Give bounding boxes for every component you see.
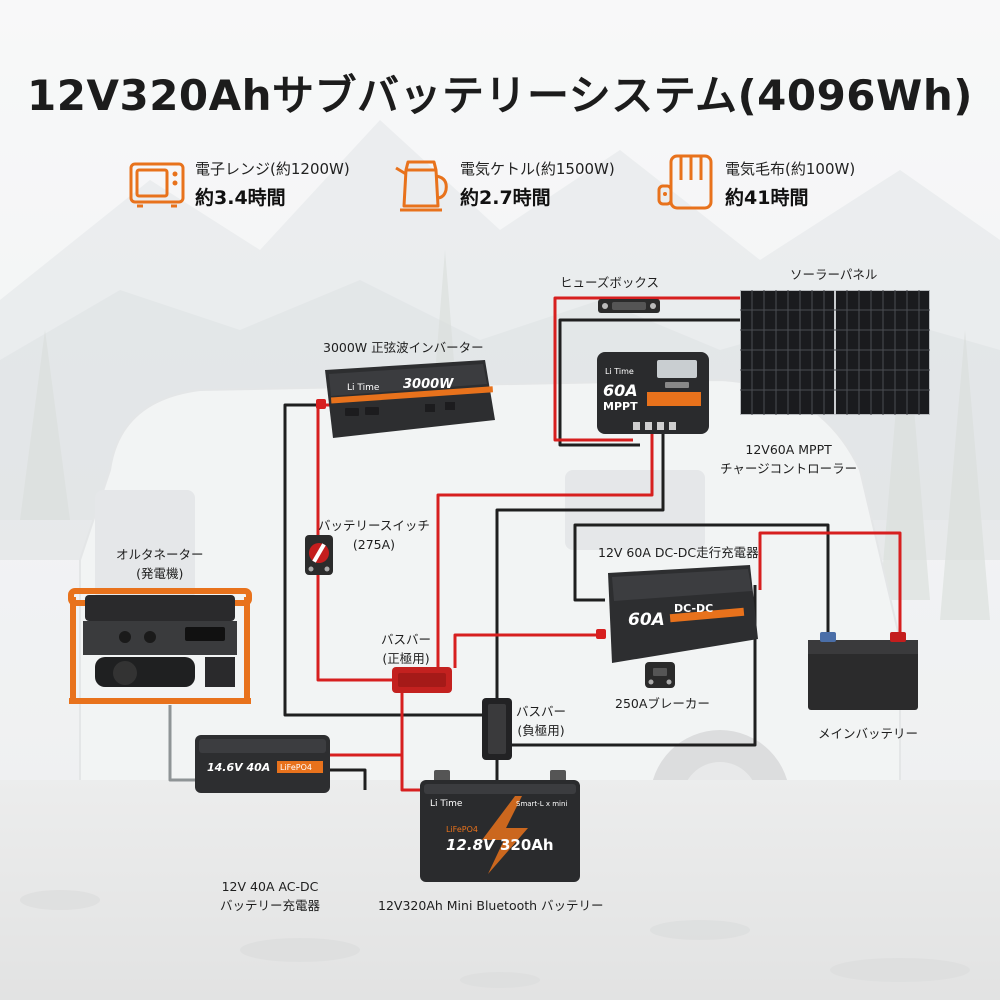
dcdc-type: DC-DC: [674, 602, 713, 615]
battery-capacity: 320Ah: [500, 836, 554, 854]
charger-rating: 14.6V 40A: [207, 761, 270, 774]
busbar-positive-label: バスバー (正極用): [381, 632, 432, 666]
dcdc-label: 12V 60A DC-DC走行充電器: [598, 545, 759, 560]
dcdc-positive-terminal: [596, 629, 606, 639]
battery-brand: Li Time: [430, 799, 463, 809]
wire-negative-inverter: [283, 403, 495, 717]
dcdc-charger: 60A DC-DC: [608, 565, 758, 663]
runtime-value: 約2.7時間: [460, 187, 551, 209]
inverter-rating: 3000W: [403, 377, 454, 392]
wire-positive-dcdc-main: [758, 531, 902, 640]
runtime-label: 電子レンジ(約1200W): [195, 160, 350, 178]
mppt-type: MPPT: [603, 400, 638, 413]
main-battery: [808, 632, 918, 710]
mppt-charge-controller: Li Time 60A MPPT: [597, 352, 709, 434]
wire-negative-dcdc: [573, 523, 830, 640]
kettle-icon: [395, 160, 448, 212]
inverter-3000w: Li Time 3000W: [325, 360, 495, 438]
wire-positive-mppt-busbar: [436, 432, 654, 668]
inverter-positive-terminal: [316, 399, 326, 409]
fuse-box: [598, 299, 660, 313]
page-title: 12V320Ahサブバッテリーシステム(4096Wh): [27, 71, 973, 120]
solar-panel: [740, 290, 930, 415]
runtime-label: 電気ケトル(約1500W): [460, 160, 615, 178]
mppt-label: 12V60A MPPT チャージコントローラー: [720, 442, 858, 476]
inverter-brand: Li Time: [347, 383, 380, 393]
battery-series: Smart-L x mini: [516, 800, 567, 808]
inverter-label: 3000W 正弦波インバーター: [323, 340, 484, 355]
battery-switch: [305, 535, 333, 575]
solar-panel-label: ソーラーパネル: [790, 267, 878, 282]
wire-positive-switch-busbar: [316, 575, 395, 682]
busbar-negative-label: バスバー (負極用): [516, 704, 567, 738]
breaker-label: 250Aブレーカー: [615, 696, 710, 711]
wire-positive-solar-fuse: [553, 296, 740, 442]
busbar-positive: [392, 667, 452, 693]
electric-blanket-icon: [657, 154, 713, 210]
dcdc-rating: 60A: [628, 610, 665, 630]
runtime-value: 約3.4時間: [195, 187, 286, 209]
battery-switch-label: バッテリースイッチ (275A): [318, 518, 430, 552]
alternator-label: オルタネーター (発電機): [116, 547, 204, 581]
lifepo4-battery: Li Time Smart-L x mini LiFePO4 12.8V 320…: [420, 770, 580, 882]
acdc-charger: 14.6V 40A LiFePO4: [195, 735, 330, 793]
wire-negative-charger: [330, 768, 367, 790]
mppt-rating: 60A: [603, 381, 638, 400]
wire-negative-mppt: [495, 432, 665, 700]
charger-chemistry: LiFePO4: [280, 763, 312, 772]
breaker-250a: [645, 662, 675, 688]
alternator-generator: [68, 588, 252, 704]
fuse-box-label: ヒューズボックス: [560, 275, 660, 290]
lifepo4-battery-label: 12V320Ah Mini Bluetooth バッテリー: [378, 898, 604, 913]
microwave-icon: [129, 162, 185, 208]
battery-chemistry: LiFePO4: [446, 825, 478, 834]
acdc-charger-label: 12V 40A AC-DC バッテリー充電器: [220, 879, 321, 913]
main-battery-label: メインバッテリー: [818, 726, 919, 741]
runtime-label: 電気毛布(約100W): [725, 160, 856, 178]
mppt-brand: Li Time: [605, 367, 634, 376]
busbar-negative: [482, 698, 512, 760]
runtime-value: 約41時間: [725, 187, 809, 209]
wire-negative-solar: [558, 318, 740, 447]
battery-voltage: 12.8V: [446, 836, 496, 854]
wire-positive-dcdc-busbar: [453, 633, 605, 668]
